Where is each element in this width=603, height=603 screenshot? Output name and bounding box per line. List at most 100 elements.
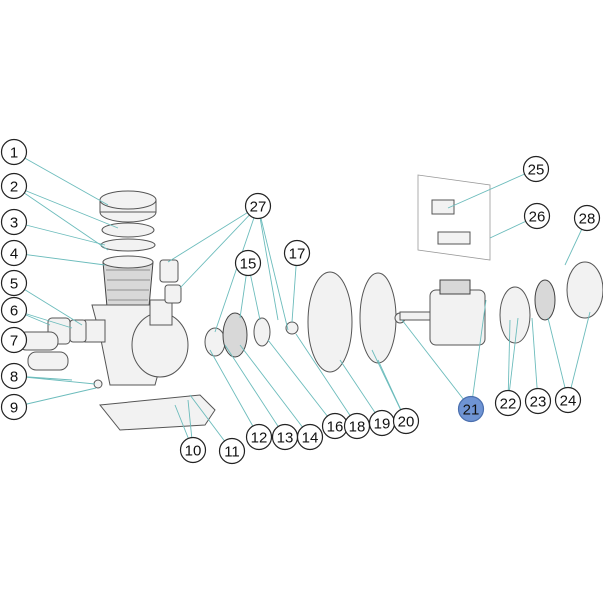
callout-22[interactable]: 22 (494, 389, 522, 417)
callout-circle (0, 138, 28, 166)
leader-line-27 (167, 205, 259, 263)
leader-line-5 (13, 282, 83, 326)
terminal-part (431, 199, 455, 215)
callout-circle (179, 436, 207, 464)
callout-25[interactable]: 25 (522, 155, 550, 183)
callout-number: 28 (579, 211, 596, 228)
callout-26[interactable]: 26 (523, 202, 551, 230)
callout-number: 4 (10, 246, 18, 263)
callout-9[interactable]: 9 (0, 393, 28, 421)
leader-line-27 (179, 205, 259, 289)
callout-1[interactable]: 1 (0, 138, 28, 166)
callout-27[interactable]: 27 (244, 192, 272, 220)
callout-number: 22 (500, 396, 517, 413)
callout-circle (0, 172, 28, 200)
fan (534, 279, 556, 321)
callout-number: 26 (529, 209, 546, 226)
callout-number: 27 (250, 199, 267, 216)
leader-line-3 (13, 221, 106, 246)
leader-line-14 (239, 344, 311, 438)
callout-circle (494, 389, 522, 417)
diffuser-cover (307, 271, 353, 373)
leader-line-12 (209, 349, 260, 438)
callout-15[interactable]: 15 (234, 249, 262, 277)
callout-23[interactable]: 23 (524, 387, 552, 415)
leader-line-2 (13, 185, 109, 251)
callout-circle (554, 386, 582, 414)
callout-circle (522, 155, 550, 183)
callout-11[interactable]: 11 (218, 437, 246, 465)
callout-number: 6 (10, 303, 18, 320)
callout-14[interactable]: 14 (296, 423, 324, 451)
union-fitting (164, 284, 182, 304)
callout-circle (523, 202, 551, 230)
callout-21[interactable]: 21 (457, 395, 485, 423)
callout-4[interactable]: 4 (0, 239, 28, 267)
callout-12[interactable]: 12 (245, 423, 273, 451)
callout-number: 2 (10, 179, 18, 196)
callout-number: 8 (10, 369, 18, 386)
leader-line-9 (13, 387, 97, 408)
union-fitting (69, 319, 87, 343)
leader-line-21 (470, 299, 487, 410)
callout-19[interactable]: 19 (368, 409, 396, 437)
pipe-adapters (17, 331, 69, 371)
terminal-part (437, 231, 471, 245)
callout-circle (0, 269, 28, 297)
callout-circle (283, 239, 311, 267)
leader-line-2 (13, 185, 119, 229)
leader-line-4 (13, 252, 106, 266)
pump-base (99, 394, 216, 431)
callout-number: 1 (10, 145, 18, 162)
callout-20[interactable]: 20 (392, 407, 420, 435)
leader-line-24 (567, 311, 591, 401)
leader-line-20 (371, 349, 407, 422)
callout-number: 12 (251, 430, 268, 447)
fan-cover (566, 261, 603, 319)
callout-number: 13 (277, 430, 294, 447)
callout-circle (0, 362, 28, 390)
motor-end-cap (499, 286, 531, 344)
leader-line-22 (507, 319, 511, 404)
callout-circle (218, 437, 246, 465)
leader-line-23 (531, 317, 539, 402)
callout-number: 5 (10, 276, 18, 293)
callout-number: 15 (240, 256, 257, 273)
callout-number: 7 (10, 333, 18, 350)
leader-line-27 (257, 205, 279, 321)
callout-6[interactable]: 6 (0, 296, 28, 324)
callout-2[interactable]: 2 (0, 172, 28, 200)
leader-line-1 (13, 151, 109, 206)
callout-3[interactable]: 3 (0, 208, 28, 236)
callout-number: 18 (349, 419, 366, 436)
seal-plate (359, 272, 397, 364)
callout-circle (296, 423, 324, 451)
callout-8[interactable]: 8 (0, 362, 28, 390)
leader-line-16 (267, 339, 336, 427)
callout-number: 10 (185, 443, 202, 460)
callout-number: 14 (302, 430, 319, 447)
callout-10[interactable]: 10 (179, 436, 207, 464)
motor (399, 279, 486, 346)
callout-circle (457, 395, 485, 423)
leader-line-13 (224, 344, 286, 438)
callout-number: 19 (374, 416, 391, 433)
callout-number: 21 (463, 402, 480, 419)
callout-circle (244, 192, 272, 220)
callout-16[interactable]: 16 (321, 412, 349, 440)
callout-number: 9 (10, 400, 18, 417)
callout-24[interactable]: 24 (554, 386, 582, 414)
leader-line-21 (401, 319, 472, 410)
callout-circle (0, 239, 28, 267)
callout-17[interactable]: 17 (283, 239, 311, 267)
callout-7[interactable]: 7 (0, 326, 28, 354)
callout-13[interactable]: 13 (271, 423, 299, 451)
callout-28[interactable]: 28 (573, 204, 601, 232)
callout-number: 25 (528, 162, 545, 179)
callout-5[interactable]: 5 (0, 269, 28, 297)
callout-18[interactable]: 18 (343, 412, 371, 440)
callout-circle (245, 423, 273, 451)
o-ring (100, 238, 156, 252)
